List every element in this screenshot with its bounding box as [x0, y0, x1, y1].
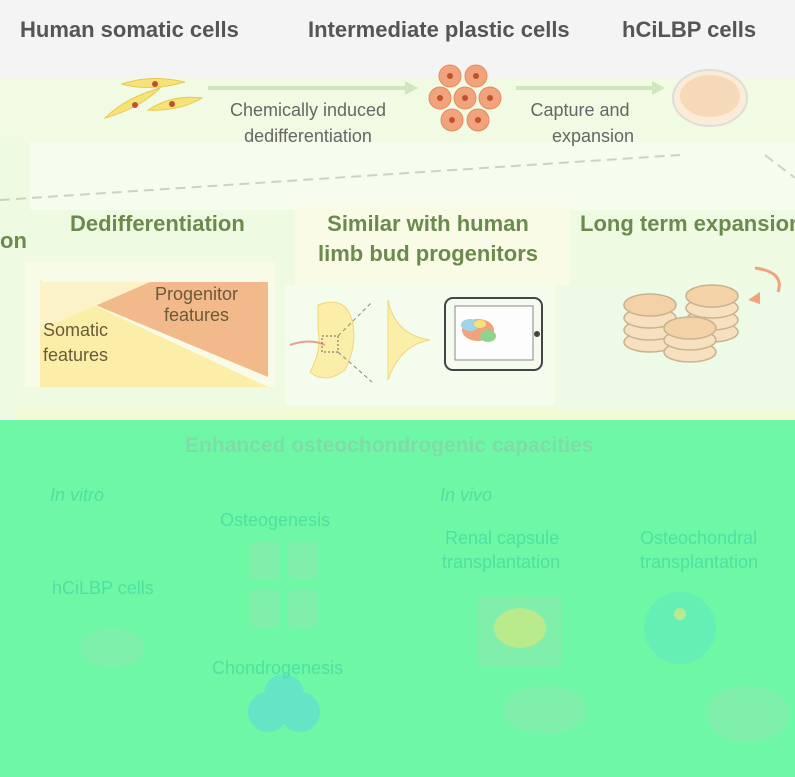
tablet-icon: [444, 297, 543, 371]
white-strip: [30, 142, 795, 210]
somatic-label-line2: features: [43, 345, 109, 365]
dediff-title: Dedifferentiation: [70, 211, 245, 236]
stage-hcilbp-cells: hCiLBP cells: [622, 17, 757, 42]
renal-label-line1: Renal capsule: [445, 528, 560, 548]
culture-dish-icon: [672, 69, 748, 127]
cycle-arrow: [754, 266, 781, 293]
stage-intermediate-plastic-cells: Intermediate plastic cells: [308, 17, 570, 42]
osteogenesis-label: Osteogenesis: [220, 510, 331, 530]
in-vitro-label: In vitro: [50, 485, 105, 505]
arrow1-label-line1: Chemically induced: [229, 100, 387, 120]
chondrogenesis-label: Chondrogenesis: [212, 658, 344, 678]
arrow1-label-line2: dedifferentiation: [244, 126, 372, 146]
limb-bud-icon: [289, 299, 431, 383]
bottom-graphics: [80, 542, 790, 742]
renal-label-line2: transplantation: [442, 552, 561, 572]
somatic-label-line1: Somatic: [43, 320, 109, 340]
stacked-dishes-icon: [623, 284, 739, 363]
progenitor-triangle: [40, 282, 268, 377]
similar-title-line2: limb bud progenitors: [318, 241, 538, 266]
osteochondral-label-line1: Osteochondral: [640, 528, 758, 548]
longterm-title: Long term expansion: [580, 211, 795, 236]
osteochondral-label-line2: transplantation: [640, 552, 759, 572]
somatic-cells-icon: [103, 77, 204, 120]
somatic-triangle: [40, 280, 268, 387]
progenitor-label-line1: Progenitor: [155, 284, 239, 304]
similar-title-line1: Similar with human: [327, 211, 529, 236]
in-vivo-label: In vivo: [440, 485, 493, 505]
arrow2-label-line1: Capture and: [530, 100, 630, 120]
top-band: [0, 0, 795, 80]
progenitor-label-line2: features: [164, 305, 230, 325]
stage-human-somatic-cells: Human somatic cells: [20, 17, 239, 42]
bottom-title: Enhanced osteochondrogenic capacities: [185, 434, 594, 457]
left-cut-title: on: [0, 228, 27, 253]
hcilbp-cells-label: hCiLBP cells: [52, 578, 154, 598]
arrow2-label-line2: expansion: [551, 126, 635, 146]
